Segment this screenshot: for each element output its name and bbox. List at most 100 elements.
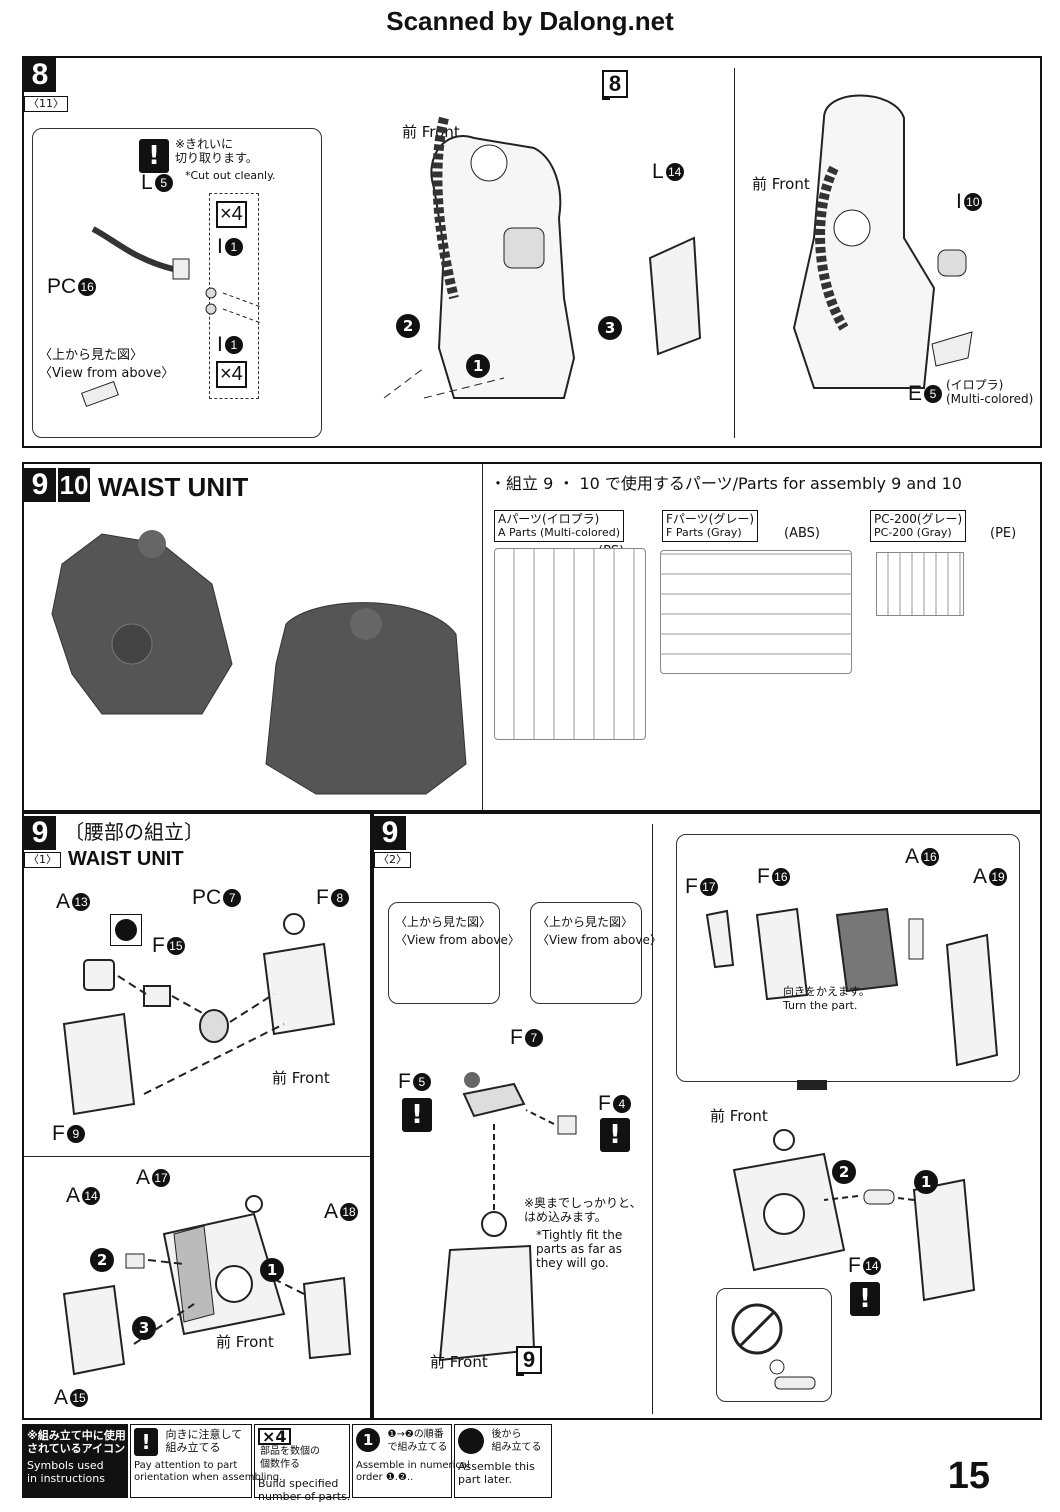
- caution-icon-f14: !: [850, 1282, 880, 1316]
- symbols-legend: ※組み立て中に使用 されているアイコン Symbols used in inst…: [22, 1423, 552, 1503]
- assemble-later-icon: [110, 914, 142, 946]
- runner-pc-drawing: [876, 552, 964, 616]
- waist-unit-title: WAIST UNIT: [98, 472, 249, 502]
- lower-body-assembly-drawing: [383, 116, 576, 399]
- fit-note-jp: ※奥までしっかりと、 はめ込みます。: [524, 1196, 642, 1224]
- turn-part-note: 向きをかえます。 Turn the part.: [783, 985, 870, 1012]
- step8-divider: [734, 68, 735, 438]
- legend-head-jp: ※組み立て中に使用 されているアイコン: [27, 1429, 126, 1455]
- legend-head-en: Symbols used in instructions: [27, 1459, 105, 1485]
- cut-note-jp: ※きれいに 切り取ります。: [175, 137, 258, 165]
- ref-step9-subnumber: [516, 1374, 524, 1376]
- cut-note-en: *Cut out cleanly.: [185, 169, 276, 182]
- step9-1-front-1: 前 Front: [272, 1069, 330, 1087]
- step8-panel: 8 〈11〉 ! ※きれいに 切り取ります。 *Cut out cleanly.…: [22, 56, 1042, 448]
- count-x4-bottom: ×4: [216, 361, 247, 388]
- step9-2-front-2: 前 Front: [710, 1107, 768, 1125]
- caution-icon: !: [139, 139, 169, 173]
- step9-2-final-drawing: [732, 1129, 976, 1302]
- legend-later-icon: [458, 1428, 484, 1454]
- view-above-bubble-2: 〈上から見た図〉 〈View from above〉: [530, 902, 662, 1004]
- waist-unit-panel: 9 10 WAIST UNIT ・組立 9 ・ 10 で使用するパーツ/Part…: [22, 462, 1042, 812]
- i10-part-drawing: [937, 249, 967, 277]
- page-number: 15: [947, 1455, 990, 1497]
- runner-f-drawing: [660, 550, 852, 674]
- wrong-orientation-bubble: [716, 1288, 832, 1402]
- legend-item-order: 1 ❶→❷の順番 で組み立てる Assemble in numerical or…: [351, 1423, 470, 1498]
- step9-2-subnumber: 〈2〉: [374, 852, 411, 868]
- caution-icon-f5: !: [402, 1098, 432, 1132]
- legend-seq-icon: 1: [351, 1423, 385, 1457]
- turn-part-drawing: [705, 907, 999, 1090]
- legend-x4-icon: ×4: [258, 1428, 291, 1445]
- step9-1-number: 9: [24, 816, 56, 850]
- step8-number: 8: [24, 58, 56, 92]
- view-above-note-1: 〈上から見た図〉 〈View from above〉: [395, 915, 520, 947]
- runner-f-label: Fパーツ(グレー)F Parts (Gray): [662, 510, 759, 542]
- step9-1-front-2: 前 Front: [216, 1333, 274, 1351]
- step9-2-number: 9: [374, 816, 406, 850]
- fit-note-en: *Tightly fit the parts as far as they wi…: [536, 1228, 623, 1270]
- step9-1-title-en: WAIST UNIT: [68, 848, 184, 870]
- ref-step9-number: 9: [516, 1346, 542, 1374]
- e5-part-drawing: [931, 331, 973, 367]
- step9-1-waist-drawing: [62, 1195, 352, 1376]
- runner-a-drawing: [494, 548, 646, 740]
- step9-2-panel: 9 〈2〉 〈上から見た図〉 〈View from above〉 〈上から見た図…: [372, 812, 1042, 1420]
- waist-unit-photo-right: [265, 602, 467, 795]
- step8-subnumber: 〈11〉: [24, 96, 68, 112]
- scanned-by-banner: Scanned by Dalong.net: [386, 6, 674, 36]
- waist-step10-number: 10: [58, 468, 90, 502]
- step9-1-divider: [24, 1156, 370, 1157]
- runner-pc-label: PC-200(グレー)PC-200 (Gray): [870, 510, 967, 542]
- runner-f-material: (ABS): [784, 526, 820, 541]
- waist-header-divider: [482, 464, 483, 810]
- wrong-orientation-drawing: [769, 1359, 816, 1390]
- legend-caution-icon: !: [134, 1428, 158, 1456]
- view-above-note-2: 〈上から見た図〉 〈View from above〉: [537, 915, 662, 947]
- runner-pc-material: (PE): [990, 526, 1017, 541]
- step9-2-joint-drawing: [462, 1072, 577, 1214]
- lower-body-final-drawing: [792, 94, 936, 389]
- count-x4-top: ×4: [216, 201, 247, 228]
- step9-1-subnumber: 〈1〉: [24, 852, 61, 868]
- view-above-bubble-1: 〈上から見た図〉 〈View from above〉: [388, 902, 520, 1004]
- step8-front-arrow-2: 前 Front: [752, 175, 810, 193]
- step9-2-waist-drawing: [438, 1211, 536, 1362]
- legend-item-orientation: ! 向きに注意して 組み立てる Pay attention to part or…: [130, 1424, 282, 1498]
- step9-2-divider: [652, 824, 653, 1414]
- e5-note: (イロプラ) (Multi-colored): [946, 378, 1034, 406]
- prohibited-icon: [731, 1303, 783, 1355]
- waist-unit-photo-left: [51, 530, 233, 715]
- ref-step8-number: 8: [602, 70, 628, 98]
- parts-for-assembly-line: ・組立 9 ・ 10 で使用するパーツ/Parts for assembly 9…: [490, 474, 962, 493]
- legend-item-count: ×4 部品を数個の 個数作る Build specified number of…: [254, 1424, 350, 1503]
- step9-1-title-jp: 〔腰部の組立〕: [64, 820, 204, 844]
- l14-part-drawing: [648, 236, 702, 356]
- waist-step9-number: 9: [24, 468, 56, 502]
- caution-icon-f4: !: [600, 1118, 630, 1152]
- view-from-above-note: 〈上から見た図〉 〈View from above〉: [39, 348, 175, 381]
- view-above-drawing: [80, 380, 120, 408]
- pc16-part-drawing: [91, 226, 262, 324]
